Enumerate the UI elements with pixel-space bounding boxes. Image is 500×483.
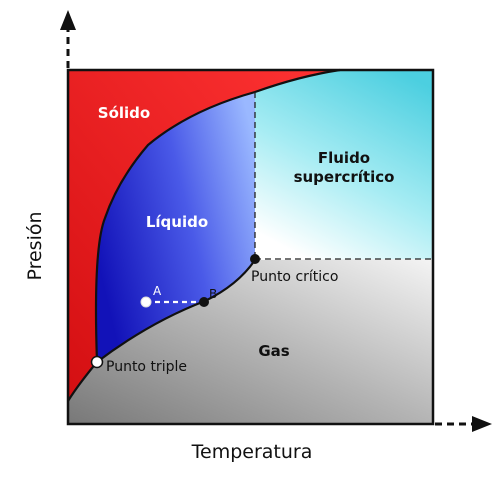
point-a-marker: [140, 296, 152, 308]
gas-region: [68, 259, 433, 424]
point-b-marker: [199, 297, 209, 307]
supercritical-label-line1: Fluido: [318, 149, 370, 167]
y-axis-arrowhead-icon: [60, 10, 76, 30]
point-b-label: B: [209, 287, 217, 301]
critical-point-marker: [250, 254, 260, 264]
solid-label: Sólido: [98, 104, 150, 122]
point-a-label: A: [153, 284, 162, 298]
x-axis-label: Temperatura: [191, 441, 313, 463]
x-axis-arrowhead-icon: [472, 416, 492, 432]
plot-frame: [66, 68, 435, 426]
fusion-curve: [94, 68, 341, 363]
triple-point-marker: [90, 355, 104, 369]
critical-point-label: Punto crítico: [251, 269, 338, 285]
supercritical-region: [255, 70, 433, 260]
liquid-label: Líquido: [146, 213, 208, 231]
supercritical-label-line2: supercrítico: [294, 168, 395, 186]
y-axis-label: Presión: [24, 211, 46, 280]
solid-region: [68, 70, 340, 401]
triple-point-label: Punto triple: [106, 359, 187, 375]
gas-label: Gas: [258, 342, 289, 360]
